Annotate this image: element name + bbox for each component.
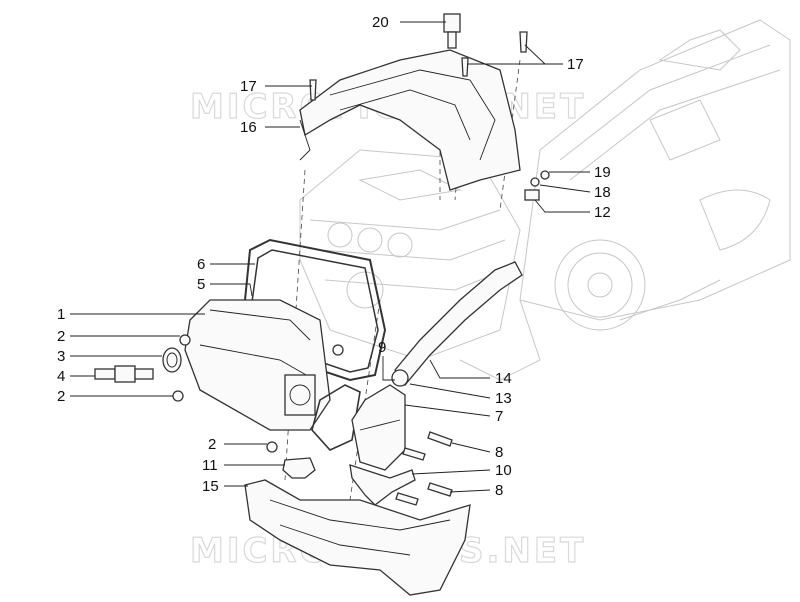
callout-13: 13 — [495, 390, 512, 407]
callout-2-upper: 2 — [57, 328, 65, 345]
callout-17-left: 17 — [240, 78, 257, 95]
callout-7: 7 — [495, 408, 503, 425]
sensor-part — [443, 13, 461, 33]
leader-lines — [70, 21, 591, 493]
callout-12: 12 — [594, 204, 611, 221]
bolt-2b — [172, 390, 184, 402]
seal-ring-part — [162, 347, 182, 373]
callout-11: 11 — [202, 457, 218, 474]
screw-17c — [519, 31, 528, 53]
bolt-2c — [266, 441, 278, 453]
callout-3: 3 — [57, 348, 65, 365]
screw-17b — [461, 57, 469, 77]
screw-8b — [427, 482, 453, 497]
callout-20: 20 — [372, 14, 389, 31]
callout-10: 10 — [495, 462, 512, 479]
callout-4: 4 — [57, 368, 65, 385]
callout-15: 15 — [202, 478, 219, 495]
callout-17-right: 17 — [567, 56, 584, 73]
callout-16: 16 — [240, 119, 257, 136]
breather-hose-part — [394, 261, 523, 387]
screw-17a — [309, 79, 317, 101]
clamp-part — [282, 457, 316, 479]
oil-separator-part — [351, 384, 406, 471]
screw-8a — [427, 431, 453, 447]
clip-part — [524, 189, 540, 201]
lower-shroud-part — [244, 479, 471, 596]
callout-2-bottom: 2 — [208, 436, 216, 453]
callout-8-lower: 8 — [495, 482, 503, 499]
bolt-2a — [179, 334, 191, 346]
callout-2-lower: 2 — [57, 388, 65, 405]
callout-1: 1 — [57, 306, 65, 323]
engine-casing — [459, 19, 791, 381]
callout-19: 19 — [594, 164, 611, 181]
callout-8-upper: 8 — [495, 444, 503, 461]
gasket-7-part — [311, 384, 361, 451]
callout-labels: 1 2 3 4 2 5 6 2 11 15 16 17 20 17 19 18 … — [57, 14, 611, 499]
callout-5: 5 — [197, 276, 205, 293]
bracket-part — [349, 464, 416, 506]
callout-9: 9 — [378, 339, 386, 356]
head-cover-part — [299, 49, 521, 191]
washer-part — [540, 170, 550, 180]
callout-14: 14 — [495, 370, 512, 387]
callout-6: 6 — [197, 256, 205, 273]
nut-part — [530, 177, 540, 187]
cylinder-block — [299, 149, 521, 361]
callout-18: 18 — [594, 184, 611, 201]
spark-plug-part — [94, 365, 154, 383]
